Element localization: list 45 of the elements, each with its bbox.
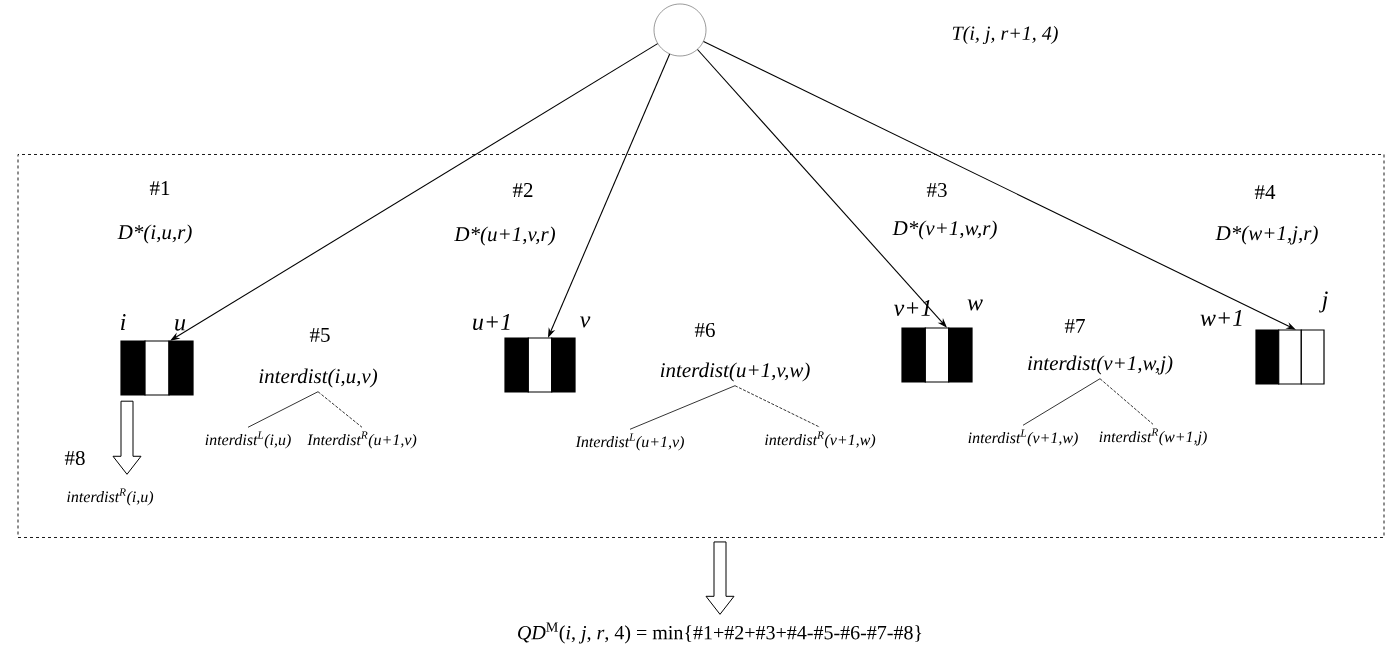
term-label: interdist(v+1,w,j) bbox=[1028, 355, 1173, 375]
step-number: #8 bbox=[64, 450, 85, 466]
formula-label: QD$^{M}$(i, j, r, 4) = min{#1+#2+#3+#4-#5-#6-#7-#8} bbox=[518, 622, 922, 644]
term-label: interdist(i,u,v) bbox=[259, 368, 378, 388]
hollow-arrow bbox=[705, 541, 735, 615]
step-number: #1 bbox=[149, 181, 170, 195]
tree-line bbox=[1022, 378, 1101, 426]
arrow bbox=[703, 40, 1296, 330]
tree-line bbox=[1099, 378, 1154, 425]
hollow-arrow bbox=[112, 400, 142, 475]
step-number: #7 bbox=[1064, 319, 1085, 333]
term-label: interdist$^{L}$(i,u) bbox=[205, 431, 291, 449]
tree-line bbox=[629, 385, 736, 430]
arrow bbox=[696, 48, 947, 328]
tree-line bbox=[734, 385, 821, 428]
step-number: #6 bbox=[694, 322, 715, 338]
term-label: interdist$^{R}$(v+1,w) bbox=[765, 431, 876, 449]
term-label: D*(u+1,v,r) bbox=[454, 226, 555, 246]
term-label: D*(v+1,w,r) bbox=[892, 220, 997, 240]
index-label: j bbox=[1319, 291, 1328, 313]
index-label: w bbox=[967, 299, 983, 311]
index-label: v+1 bbox=[893, 299, 930, 317]
index-label: u bbox=[175, 319, 186, 331]
term-label: interdist$^{R}$(w+1,j) bbox=[1099, 428, 1207, 446]
term-label: interdist$^{R}$(i,u) bbox=[67, 488, 154, 506]
term-label: Interdist$^{R}$(u+1,v) bbox=[307, 431, 417, 449]
index-label: w+1 bbox=[1200, 309, 1242, 327]
index-label: i bbox=[121, 314, 126, 330]
term-label: D*(w+1,j,r) bbox=[1215, 225, 1318, 245]
term-label: interdist(u+1,v,w) bbox=[660, 362, 810, 382]
tree-line bbox=[317, 391, 363, 428]
index-label: v bbox=[580, 316, 591, 328]
dashed-frame bbox=[17, 154, 1385, 538]
tree-line bbox=[247, 391, 319, 428]
index-label: u+1 bbox=[473, 313, 510, 331]
term-label: D*(i,u,r) bbox=[117, 224, 192, 244]
step-number: #2 bbox=[512, 183, 533, 197]
step-number: #4 bbox=[1254, 185, 1276, 199]
step-number: #3 bbox=[926, 182, 947, 198]
arrow bbox=[170, 43, 659, 341]
term-label: interdist$^{L}$(v+1,w) bbox=[968, 429, 1078, 447]
term-label: T(i, j, r+1, 4) bbox=[952, 25, 1058, 45]
term-label: Interdist$^{L}$(u+1,v) bbox=[575, 433, 684, 451]
step-number: #5 bbox=[309, 328, 330, 342]
circle-node bbox=[653, 3, 707, 57]
